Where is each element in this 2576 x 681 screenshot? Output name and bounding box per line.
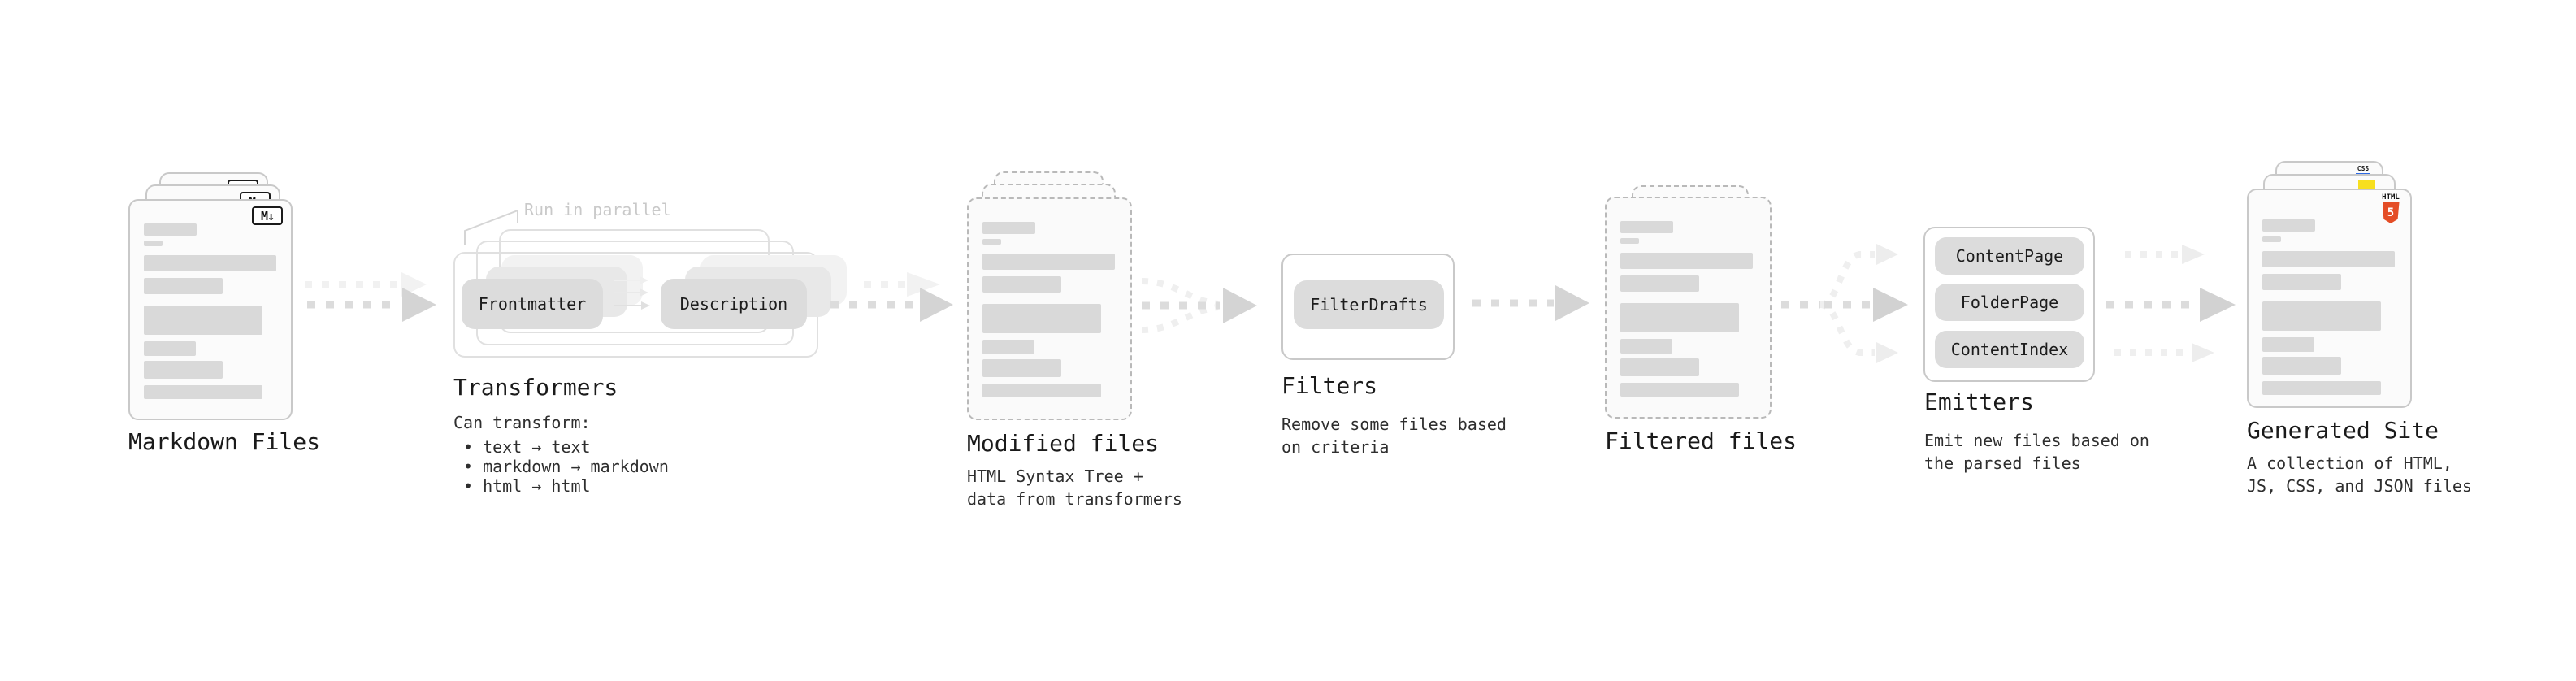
flow-arrows-emitters-to-site <box>2106 245 2236 362</box>
emitter-folderpage-box: FolderPage <box>1935 284 2084 321</box>
transformer-parallel-arrows <box>614 276 650 310</box>
flow-arrow-filters-to-filtered <box>1472 285 1589 321</box>
markdown-file-front: M↓ <box>128 199 293 420</box>
transformers-title: Transformers <box>453 374 618 401</box>
filters-title: Filters <box>1281 372 1378 399</box>
modified-file-front <box>967 197 1132 420</box>
description-box: Description <box>661 279 807 329</box>
emitters-desc-1: Emit new files based on <box>1924 431 2149 450</box>
file-skeleton-lines <box>144 223 276 399</box>
generated-site-desc-1: A collection of HTML, <box>2247 453 2452 473</box>
run-in-parallel-callout-line <box>464 209 518 245</box>
emitter-contentindex-box: ContentIndex <box>1935 331 2084 368</box>
js-icon <box>2358 180 2375 189</box>
file-skeleton-lines <box>982 222 1115 397</box>
transformers-bullet-1: • text → text <box>463 437 591 457</box>
file-skeleton-lines <box>1620 221 1753 397</box>
markdown-files-title: Markdown Files <box>128 428 321 455</box>
generated-site-title: Generated Site <box>2247 417 2439 444</box>
filtered-files-title: Filtered files <box>1605 427 1798 454</box>
file-skeleton-lines <box>2262 219 2395 395</box>
transformers-desc-heading: Can transform: <box>453 413 591 432</box>
flow-merge-modified-to-filters <box>1141 278 1257 333</box>
generated-site-desc-2: JS, CSS, and JSON files <box>2247 476 2472 496</box>
flow-arrow-markdown-to-transformers <box>305 272 436 322</box>
flow-arrow-transformers-to-modified <box>830 272 953 322</box>
modified-files-title: Modified files <box>967 430 1160 457</box>
filtered-file-front <box>1605 197 1772 419</box>
filters-desc-1: Remove some files based <box>1281 414 1507 434</box>
transformers-bullet-2: • markdown → markdown <box>463 457 669 476</box>
markdown-icon: M↓ <box>252 206 283 225</box>
frontmatter-box: Frontmatter <box>462 279 603 329</box>
transformers-bullet-3: • html → html <box>463 476 591 496</box>
filters-desc-2: on criteria <box>1281 437 1390 457</box>
run-in-parallel-note: Run in parallel <box>524 200 671 219</box>
flow-fanout-filtered-to-emitters <box>1781 244 1908 363</box>
emitters-title: Emitters <box>1924 388 2034 415</box>
modified-files-desc-2: data from transformers <box>967 489 1182 509</box>
modified-files-desc-1: HTML Syntax Tree + <box>967 466 1143 486</box>
emitters-desc-2: the parsed files <box>1924 453 2081 473</box>
filterdrafts-box: FilterDrafts <box>1294 280 1444 329</box>
emitter-contentpage-box: ContentPage <box>1935 237 2084 275</box>
generated-file-html: HTML 5 <box>2247 189 2412 408</box>
html5-icon: HTML 5 <box>2382 194 2400 223</box>
